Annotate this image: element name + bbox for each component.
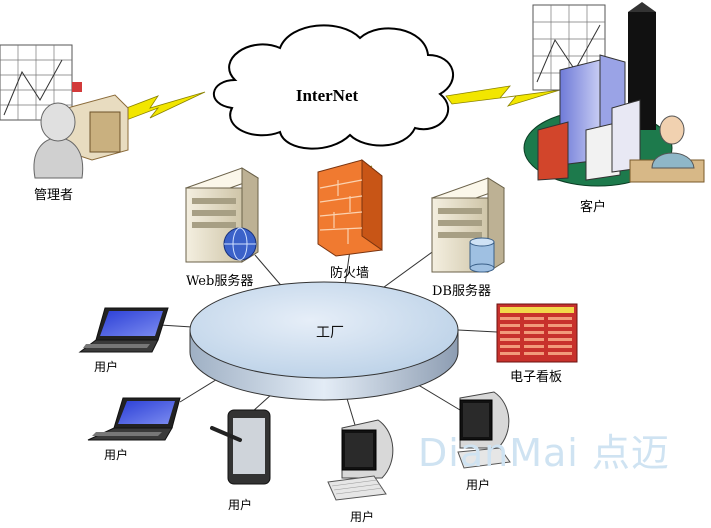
factory-label: 工厂 [316, 325, 344, 341]
customer-icon [523, 2, 705, 187]
user-laptop-2-label: 用户 [104, 448, 129, 462]
connection-lines [159, 249, 498, 426]
laptop-2-icon [87, 397, 181, 441]
user-laptop-1-label: 用户 [94, 360, 119, 374]
watermark-logo: DianMai 点迈 [418, 431, 670, 475]
lightning-right-icon [445, 85, 561, 107]
admin-icon [0, 44, 129, 179]
user-desktop-1-label: 用户 [350, 510, 375, 524]
user-desktop-2-label: 用户 [466, 478, 491, 492]
tablet-icon [210, 409, 271, 485]
internet-label: InterNet [295, 86, 359, 105]
link-db-factory [379, 249, 436, 291]
db-server-label: DB服务器 [432, 284, 491, 299]
db-server-icon [430, 177, 506, 273]
firewall-label: 防火墙 [330, 266, 370, 281]
signboard-label: 电子看板 [510, 370, 563, 385]
laptop-1-icon [78, 307, 169, 353]
web-server-label: Web服务器 [186, 274, 254, 289]
firewall-icon [317, 158, 383, 257]
desktop-1-icon [327, 419, 394, 501]
factory-platform-icon [189, 281, 459, 401]
user-tablet-label: 用户 [228, 498, 253, 512]
web-server-icon [184, 167, 260, 263]
signboard-icon [496, 303, 578, 363]
link-signboard-factory [457, 329, 498, 333]
desktop-2-icon [457, 391, 511, 469]
link-firewall-factory [344, 249, 351, 286]
admin-label: 管理者 [34, 188, 74, 203]
internet-cloud-icon [212, 24, 454, 150]
customer-label: 客户 [580, 200, 607, 215]
link-laptop1-factory [159, 324, 193, 328]
